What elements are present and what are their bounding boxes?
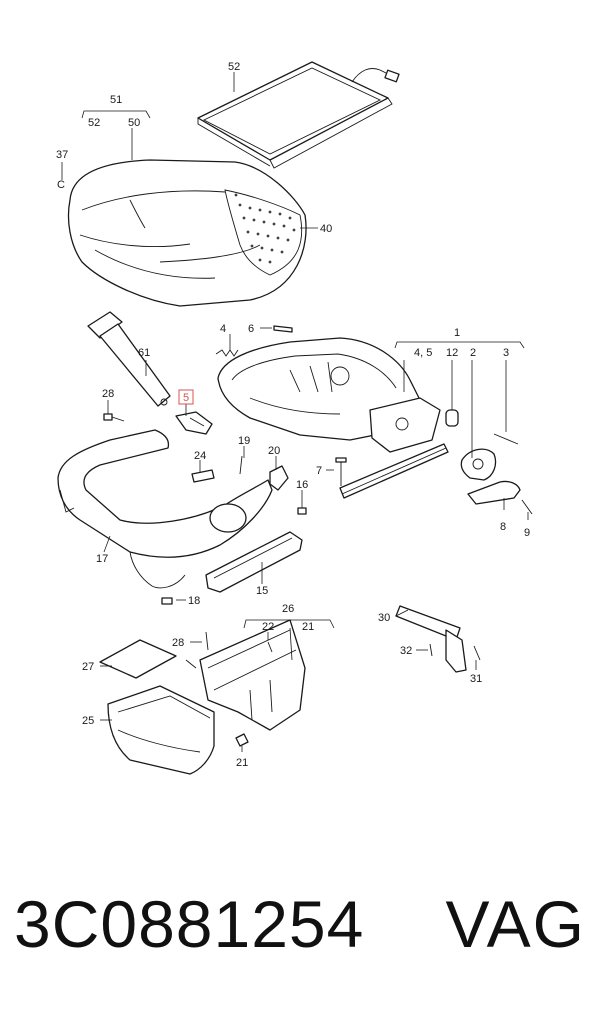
bushing-12 <box>445 409 459 427</box>
callout-4: 4 <box>220 323 226 335</box>
callout-50: 50 <box>128 117 140 129</box>
callout-20: 20 <box>268 445 280 457</box>
callout-5: 5 <box>183 392 189 404</box>
callout-25: 25 <box>82 715 94 727</box>
callout-19: 19 <box>238 435 250 447</box>
callout-37: 37 <box>56 149 68 161</box>
seat-cushion-50 <box>67 159 307 307</box>
callout-7: 7 <box>316 465 322 477</box>
lever-8 <box>467 480 521 505</box>
callout-3: 3 <box>503 347 509 359</box>
callout-labels: 52 51 52 50 37 C 40 4 6 1 4, 5 12 2 3 61… <box>56 61 530 769</box>
callout-15: 15 <box>256 585 268 597</box>
mechanism-2 <box>460 448 497 481</box>
callout-52-top: 52 <box>228 61 240 73</box>
callout-28-b: 28 <box>172 637 184 649</box>
side-panel-15 <box>205 531 303 593</box>
part-number: 3C0881254 <box>14 887 365 961</box>
callout-52: 52 <box>88 117 100 129</box>
callout-6: 6 <box>248 323 254 335</box>
tray-frame-26 <box>199 619 306 731</box>
callout-12: 12 <box>446 347 458 359</box>
callout-21-a: 21 <box>302 621 314 633</box>
fasteners <box>103 325 533 747</box>
callout-30: 30 <box>378 612 390 624</box>
callout-32: 32 <box>400 645 412 657</box>
callout-9: 9 <box>524 527 530 539</box>
callout-1: 1 <box>454 327 460 339</box>
callout-61: 61 <box>138 347 150 359</box>
callout-51: 51 <box>110 94 122 106</box>
seat-frame-1 <box>217 337 449 499</box>
heating-mat-52 <box>197 61 400 169</box>
callout-31: 31 <box>470 673 482 685</box>
footer: 3C0881254 VAG <box>0 880 600 1000</box>
parts-diagram: 52 51 52 50 37 C 40 4 6 1 4, 5 12 2 3 61… <box>56 61 533 775</box>
callout-22: 22 <box>262 621 274 633</box>
callout-27: 27 <box>82 661 94 673</box>
leader-lines <box>61 72 529 752</box>
drawer-25 <box>107 685 215 775</box>
callout-5-highlight: 5 <box>178 389 194 405</box>
callout-37-c: C <box>57 179 65 191</box>
callout-18: 18 <box>188 595 200 607</box>
callout-16: 16 <box>296 479 308 491</box>
callout-8: 8 <box>500 521 506 533</box>
callout-4-5: 4, 5 <box>414 347 432 359</box>
callout-24: 24 <box>194 450 206 462</box>
mat-27 <box>99 639 177 679</box>
callout-17: 17 <box>96 553 108 565</box>
callout-2: 2 <box>470 347 476 359</box>
belt-buckle-61 <box>87 311 171 407</box>
callout-26: 26 <box>282 603 294 615</box>
brand-name: VAG <box>445 887 586 961</box>
callout-40: 40 <box>320 223 332 235</box>
callout-28-a: 28 <box>102 388 114 400</box>
rail-30 <box>395 605 467 673</box>
seat-trim-17 <box>57 429 273 589</box>
callout-21-b: 21 <box>236 757 248 769</box>
part-5-highlighted <box>175 411 213 435</box>
